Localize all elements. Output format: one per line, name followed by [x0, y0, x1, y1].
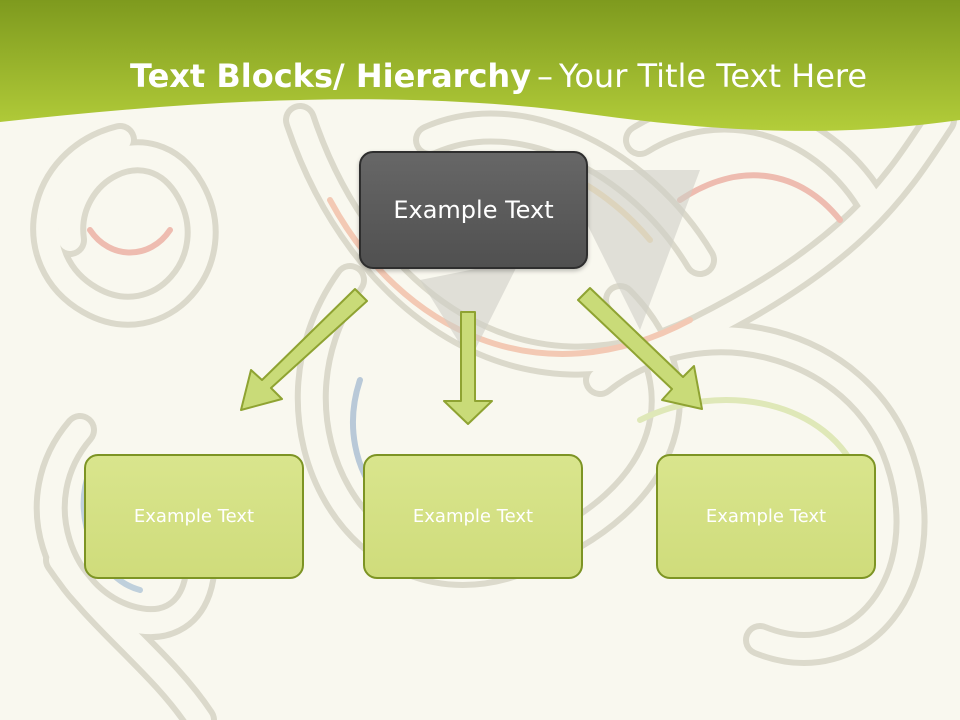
child-box-right-label: Example Text [705, 506, 827, 527]
child-box-left-label: Example Text [133, 506, 255, 527]
root-box-label: Example Text [393, 196, 554, 224]
title-dash: – [537, 57, 554, 95]
root-box: Example Text [359, 151, 588, 269]
child-box-center: Example Text [363, 454, 583, 579]
title-subtitle-part: Your Title Text Here [559, 57, 868, 95]
title-bold-part: Text Blocks/ Hierarchy [130, 57, 532, 95]
slide-title: Text Blocks/ Hierarchy–Your Title Text H… [130, 52, 930, 100]
header-band [0, 0, 960, 131]
child-box-right: Example Text [656, 454, 876, 579]
child-box-left: Example Text [84, 454, 304, 579]
child-box-center-label: Example Text [412, 506, 534, 527]
